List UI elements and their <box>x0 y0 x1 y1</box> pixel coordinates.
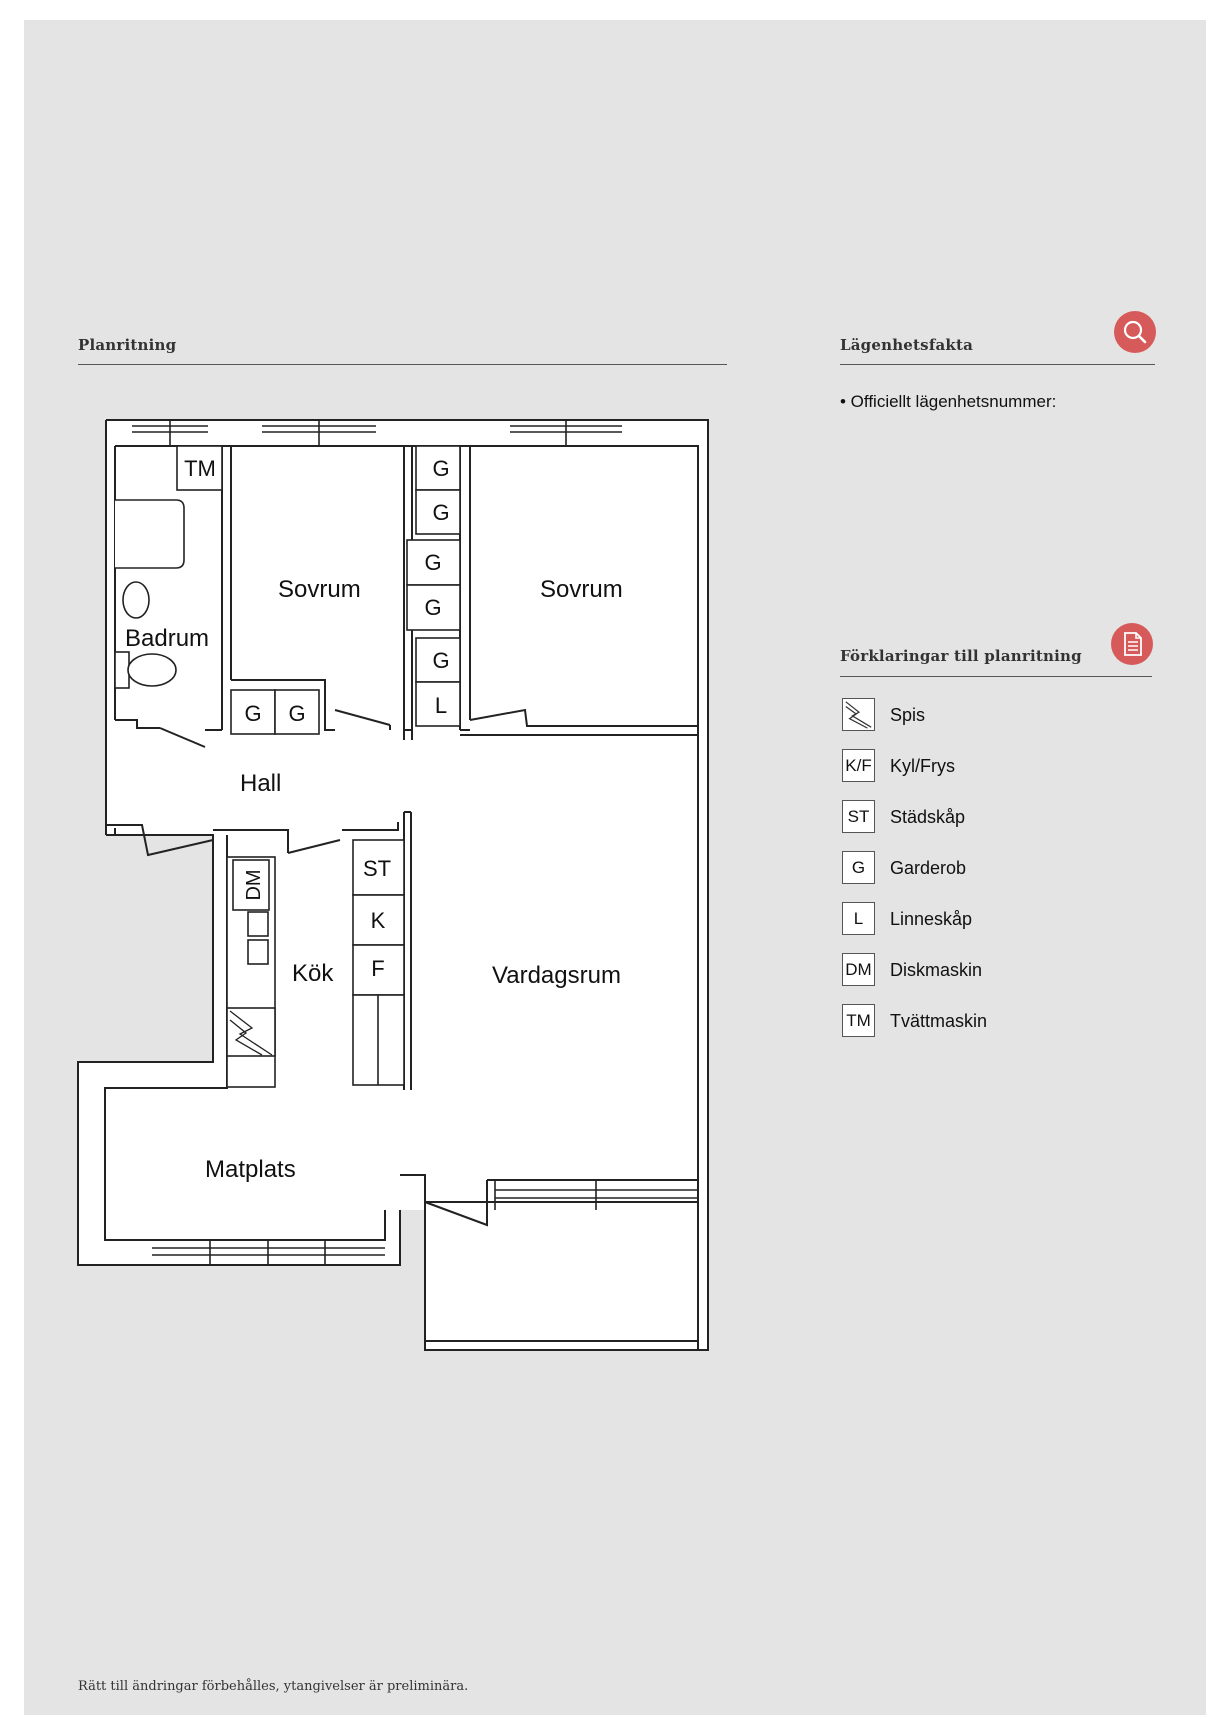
room-vardagsrum: Vardagsrum <box>492 962 621 989</box>
legend-item-spis: Spis <box>842 698 1162 749</box>
cleaning-cupboard-box <box>352 839 405 896</box>
legend-label: Kyl/Frys <box>890 756 955 776</box>
label-tm: TM <box>184 456 216 481</box>
label-g: G <box>424 595 441 620</box>
legend-item-diskmaskin: DM Diskmaskin <box>842 953 1162 1004</box>
dishwasher-box <box>232 859 270 911</box>
legend-label: Garderob <box>890 858 967 878</box>
wardrobe-box <box>274 689 320 735</box>
legend-label: Städskåp <box>890 807 966 827</box>
label-g: G <box>424 550 441 575</box>
linen-box <box>415 681 461 727</box>
legend-item-linneskap: L Linneskåp <box>842 902 1162 953</box>
room-matplats: Matplats <box>205 1156 296 1183</box>
legend-code: TM <box>842 1004 875 1037</box>
washer-box <box>176 445 223 491</box>
wardrobe-box <box>406 584 461 631</box>
plan-heading: Planritning <box>78 336 177 354</box>
legend-item-tvattmaskin: TM Tvättmaskin <box>842 1004 1162 1055</box>
legend-code: L <box>842 902 875 935</box>
room-badrum: Badrum <box>125 625 209 652</box>
wardrobe-box <box>415 637 461 683</box>
facts-heading: Lägenhetsfakta <box>840 336 974 354</box>
room-kok: Kök <box>292 960 334 987</box>
legend-heading-rule <box>840 676 1152 677</box>
footer-disclaimer: Rätt till ändringar förbehålles, ytangiv… <box>78 1679 469 1694</box>
label-g: G <box>288 701 305 726</box>
bathtub <box>115 499 185 569</box>
wardrobe-box <box>415 445 461 491</box>
label-g: G <box>432 456 449 481</box>
legend-item-kylfrys: K/F Kyl/Frys <box>842 749 1162 800</box>
label-f: F <box>371 956 384 981</box>
legend-label: Linneskåp <box>890 909 973 929</box>
wardrobe-box <box>415 489 461 535</box>
legend-item-garderob: G Garderob <box>842 851 1162 902</box>
legend-list: Spis K/F Kyl/Frys ST Städskåp G Garderob… <box>842 698 1162 1055</box>
fixture-boxes <box>114 445 461 1088</box>
plan-heading-rule <box>78 364 727 365</box>
label-k: K <box>371 908 386 933</box>
legend-code: ST <box>842 800 875 833</box>
room-sovrum-right: Sovrum <box>540 576 623 603</box>
legend-label: Spis <box>890 705 926 725</box>
fact-apartment-number: • Officiellt lägenhetsnummer: <box>840 392 1057 411</box>
legend-code: G <box>842 851 875 884</box>
label-g: G <box>432 500 449 525</box>
label-g: G <box>432 648 449 673</box>
fixture-labels: TM G G G G G L G G ST K F DM <box>184 456 449 981</box>
facts-heading-rule <box>840 364 1155 365</box>
legend-label: Diskmaskin <box>890 960 983 980</box>
stove-symbol <box>229 1010 273 1056</box>
legend-item-stadskap: ST Städskåp <box>842 800 1162 851</box>
label-l: L <box>435 693 447 718</box>
room-sovrum-left: Sovrum <box>278 576 361 603</box>
room-hall: Hall <box>240 770 281 797</box>
legend-heading: Förklaringar till planritning <box>840 647 1082 665</box>
legend-code: K/F <box>842 749 875 782</box>
legend-code: DM <box>842 953 875 986</box>
stove-icon <box>842 698 875 731</box>
legend-label: Tvättmaskin <box>890 1011 988 1031</box>
document-icon[interactable] <box>1111 623 1153 665</box>
label-dm: DM <box>243 869 265 900</box>
label-g: G <box>244 701 261 726</box>
label-st: ST <box>363 856 391 881</box>
room-labels: Badrum Sovrum Sovrum Hall Kök Vardagsrum… <box>125 576 623 1183</box>
fridge-box <box>352 894 405 946</box>
search-icon[interactable] <box>1114 311 1156 353</box>
